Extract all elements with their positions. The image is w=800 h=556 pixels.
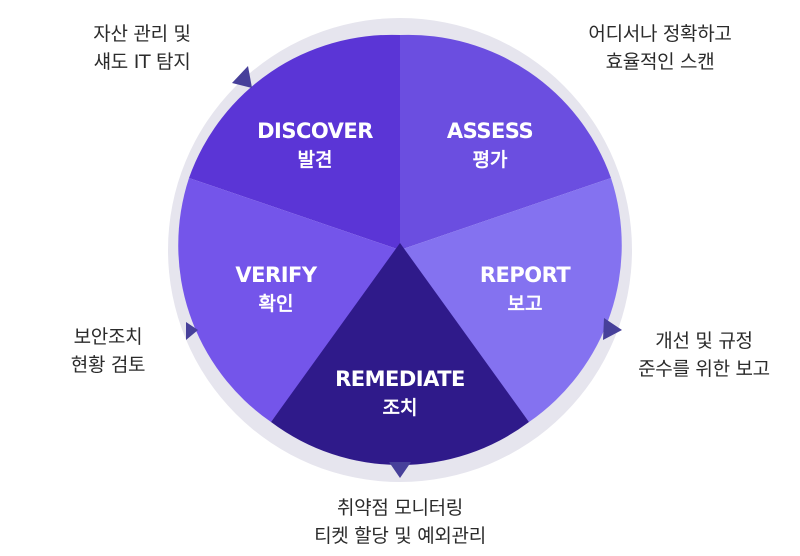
ring-arrow-right xyxy=(603,318,622,340)
description-line: 효율적인 스캔 xyxy=(605,51,715,73)
description-discover: 자산 관리 및 섀도 IT 탐지 xyxy=(62,20,222,76)
segment-remediate[interactable] xyxy=(271,243,529,465)
description-line: 자산 관리 및 xyxy=(93,23,191,45)
description-line: 보안조치 xyxy=(73,326,143,348)
ring-arrow-left xyxy=(186,322,198,340)
report-title: REPORT xyxy=(480,263,571,287)
description-line: 어디서나 정확하고 xyxy=(588,23,732,45)
assess-title: ASSESS xyxy=(447,119,533,143)
description-line: 섀도 IT 탐지 xyxy=(93,51,191,73)
verify-subtitle: 확인 xyxy=(259,292,294,315)
ring-arrow-top-left xyxy=(232,66,252,88)
description-line: 준수를 위한 보고 xyxy=(638,358,770,380)
segment-report[interactable] xyxy=(400,178,622,422)
description-assess: 어디서나 정확하고 효율적인 스캔 xyxy=(560,20,760,76)
report-subtitle: 보고 xyxy=(508,293,543,315)
remediate-subtitle: 조치 xyxy=(383,397,418,419)
discover-title: DISCOVER xyxy=(257,119,373,143)
segment-verify[interactable] xyxy=(178,178,400,422)
segment-discover[interactable] xyxy=(189,34,400,250)
description-line: 개선 및 규정 xyxy=(655,330,753,352)
description-line: 티켓 할당 및 예외관리 xyxy=(314,525,486,547)
segment-assess[interactable] xyxy=(400,34,611,250)
description-line: 취약점 모니터링 xyxy=(336,497,463,519)
ring-arrow-bottom xyxy=(389,462,411,478)
description-report: 개선 및 규정 준수를 위한 보고 xyxy=(612,327,796,383)
discover-subtitle: 발견 xyxy=(298,149,333,171)
remediate-title: REMEDIATE xyxy=(335,367,465,391)
description-verify: 보안조치 현황 검토 xyxy=(38,323,178,379)
assess-subtitle: 평가 xyxy=(473,149,508,171)
description-line: 현황 검토 xyxy=(70,354,146,376)
description-remediate: 취약점 모니터링 티켓 할당 및 예외관리 xyxy=(270,494,530,550)
verify-title: VERIFY xyxy=(235,263,317,287)
